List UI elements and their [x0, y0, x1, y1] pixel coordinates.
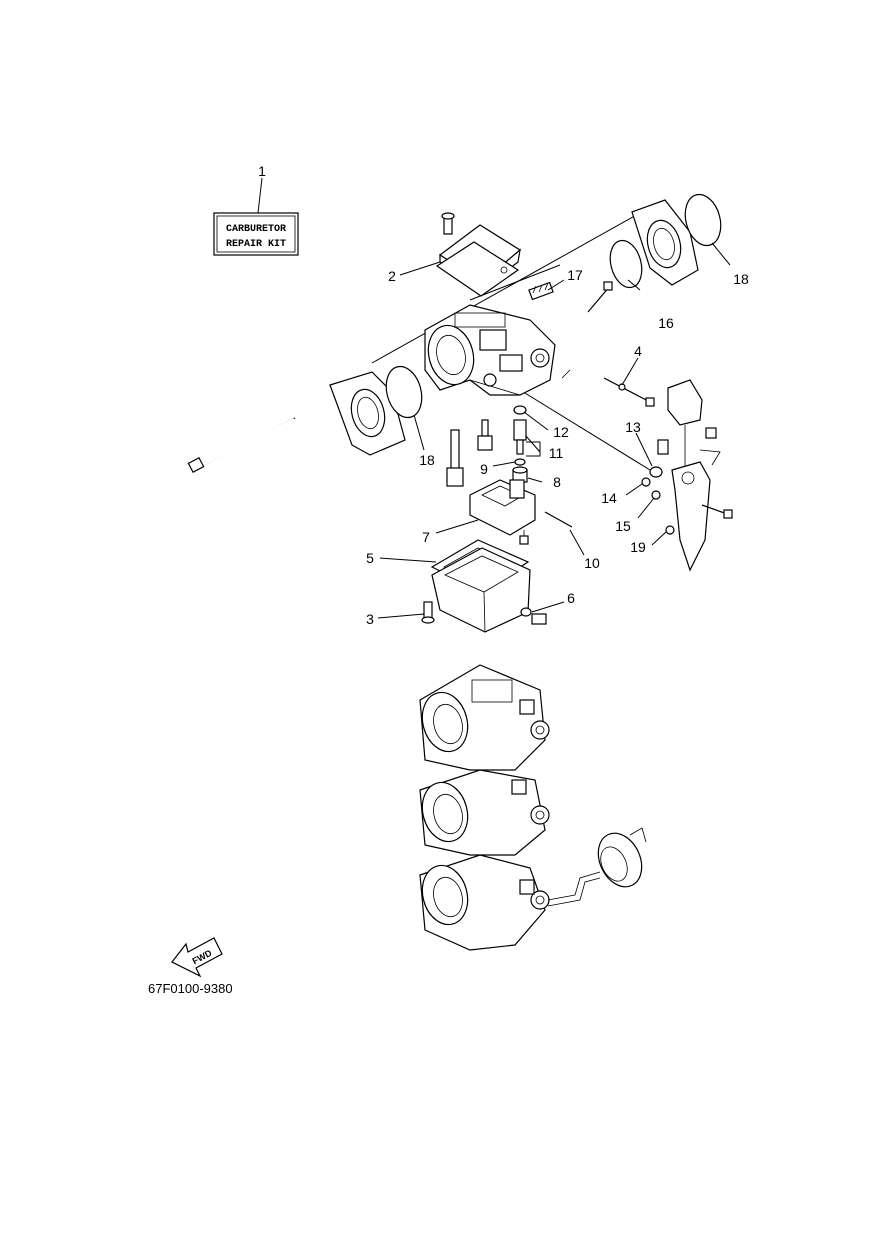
- kit-label-line1: CARBURETOR: [226, 224, 286, 235]
- o-ring-16: [609, 239, 643, 289]
- callout-1: 1: [258, 163, 266, 179]
- fwd-arrow-icon: FWD: [171, 937, 223, 978]
- o-ring-15: [651, 490, 661, 500]
- left-intake-flange: [329, 371, 406, 456]
- needle-valve-11: [513, 419, 527, 455]
- callout-13: 13: [625, 419, 641, 435]
- callout-18-right: 18: [733, 271, 749, 287]
- callout-17: 17: [567, 267, 583, 283]
- callout-12: 12: [553, 424, 569, 440]
- o-ring-19: [665, 525, 675, 535]
- callout-9: 9: [480, 461, 488, 477]
- callout-16: 16: [658, 315, 674, 331]
- drain-screw-6: [520, 607, 547, 625]
- callout-10: 10: [584, 555, 600, 571]
- repair-kit-box: CARBURETOR REPAIR KIT: [213, 177, 299, 256]
- carburetor-body: [424, 304, 556, 396]
- right-intake-flange: [631, 199, 699, 286]
- long-bolt: [187, 417, 296, 474]
- o-ring-right-18: [684, 193, 722, 247]
- throttle-stop-screw: [587, 281, 613, 313]
- pilot-jet: [477, 419, 493, 451]
- screw-4: [603, 377, 655, 407]
- callout-4: 4: [634, 343, 642, 359]
- float-pin: [544, 511, 573, 528]
- chamber-screw-3: [421, 601, 435, 624]
- carburetor-exploded-view: [187, 193, 733, 633]
- washer-9: [514, 458, 526, 466]
- diagram-code: 67F0100-9380: [148, 981, 233, 996]
- callout-6: 6: [567, 590, 575, 606]
- callout-5: 5: [366, 550, 374, 566]
- o-ring-left: [385, 365, 423, 419]
- cover-gasket: [435, 241, 520, 297]
- callout-15: 15: [615, 518, 631, 534]
- callout-8: 8: [553, 474, 561, 490]
- callout-11: 11: [549, 445, 564, 461]
- carburetor-stack-assembled: [419, 664, 647, 951]
- float: [469, 479, 536, 536]
- callout-14: 14: [601, 490, 617, 506]
- kit-label-line2: REPAIR KIT: [226, 239, 286, 250]
- main-nozzle: [446, 429, 464, 487]
- o-ring-14: [641, 477, 651, 487]
- throttle-sensor-assembly: [657, 379, 733, 572]
- o-ring-13: [649, 466, 663, 478]
- callout-7: 7: [422, 529, 430, 545]
- callout-18-left: 18: [419, 452, 435, 468]
- o-ring-12: [513, 405, 527, 415]
- pilot-screw: [528, 281, 554, 301]
- main-jet-8: [512, 466, 528, 483]
- callout-19: 19: [630, 539, 646, 555]
- callout-2: 2: [388, 268, 396, 284]
- callout-3: 3: [366, 611, 374, 627]
